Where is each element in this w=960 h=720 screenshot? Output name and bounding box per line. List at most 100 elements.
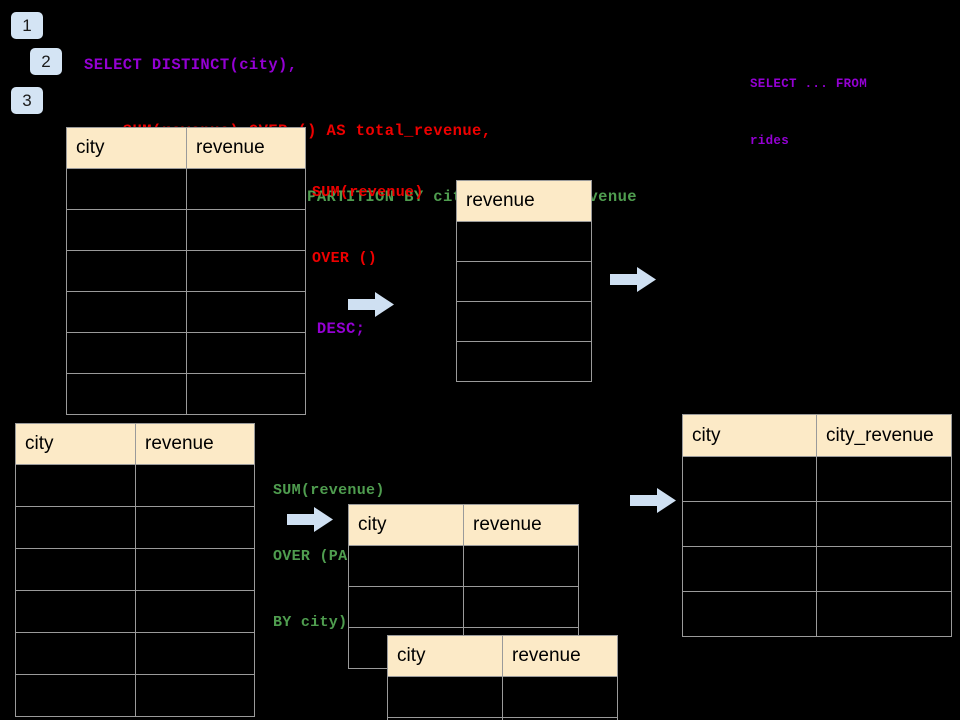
cell-revenue bbox=[186, 168, 306, 210]
table-row bbox=[682, 546, 952, 592]
table-row bbox=[387, 676, 618, 718]
table-row bbox=[15, 464, 255, 507]
partition-group-table-back: city revenue bbox=[387, 635, 618, 720]
column-header-revenue: revenue bbox=[502, 635, 618, 677]
table-header-row: city city_revenue bbox=[682, 414, 952, 457]
cell-city bbox=[682, 501, 817, 547]
table-row bbox=[682, 591, 952, 637]
arrow-partition-to-result bbox=[630, 488, 676, 513]
step-badge-1: 1 bbox=[11, 12, 43, 39]
cell-city bbox=[348, 545, 464, 587]
cell-revenue bbox=[463, 586, 579, 628]
table-row bbox=[15, 590, 255, 633]
annotation-select-from: SELECT ... FROM rides bbox=[750, 37, 867, 189]
cell-revenue bbox=[456, 221, 592, 262]
cell-city-revenue bbox=[816, 456, 952, 502]
sql-line-select: SELECT DISTINCT(city), bbox=[84, 56, 298, 74]
table-body bbox=[387, 676, 618, 720]
cell-revenue bbox=[135, 674, 255, 717]
column-header-city-revenue: city_revenue bbox=[816, 414, 952, 457]
column-header-city: city bbox=[348, 504, 464, 546]
cell-city bbox=[682, 546, 817, 592]
cell-revenue bbox=[186, 373, 306, 415]
table-header-row: revenue bbox=[456, 180, 592, 222]
source-rides-table: city revenue bbox=[66, 127, 306, 415]
table-row bbox=[15, 674, 255, 717]
table-row bbox=[15, 548, 255, 591]
cell-revenue bbox=[135, 464, 255, 507]
cell-city bbox=[66, 168, 187, 210]
column-header-city: city bbox=[66, 127, 187, 169]
table-row bbox=[66, 332, 306, 374]
cell-city bbox=[66, 291, 187, 333]
table-header-row: city revenue bbox=[66, 127, 306, 169]
column-header-city: city bbox=[682, 414, 817, 457]
annotation-sum-over-partition-line3: BY city) bbox=[273, 614, 348, 631]
step-badge-2: 2 bbox=[30, 48, 62, 75]
table-row bbox=[387, 717, 618, 720]
table-row bbox=[682, 501, 952, 547]
table-row bbox=[66, 291, 306, 333]
annotation-select-from-line1: SELECT ... FROM bbox=[750, 77, 868, 91]
annotation-sum-over-empty-line1: SUM(revenue) bbox=[312, 184, 424, 201]
arrow-total-to-result bbox=[610, 267, 656, 292]
column-header-city: city bbox=[387, 635, 503, 677]
column-header-revenue: revenue bbox=[456, 180, 592, 222]
cell-revenue bbox=[456, 261, 592, 302]
cell-revenue bbox=[135, 506, 255, 549]
table-row bbox=[348, 545, 579, 587]
annotation-select-from-line2: rides bbox=[750, 134, 790, 148]
table-row bbox=[682, 456, 952, 502]
annotation-sum-over-partition-line1: SUM(revenue) bbox=[273, 482, 385, 499]
cell-city bbox=[682, 591, 817, 637]
cell-revenue bbox=[502, 676, 618, 718]
arrow-source-to-partition bbox=[287, 507, 333, 532]
cell-revenue bbox=[456, 341, 592, 382]
table-row bbox=[456, 341, 592, 382]
cell-city bbox=[66, 209, 187, 251]
table-header-row: city revenue bbox=[15, 423, 255, 465]
table-row bbox=[66, 168, 306, 210]
total-revenue-table: revenue bbox=[456, 180, 592, 382]
step-badge-2-label: 2 bbox=[41, 52, 51, 71]
table-row bbox=[66, 250, 306, 292]
table-body bbox=[456, 221, 592, 382]
step-badge-3-label: 3 bbox=[22, 91, 32, 110]
cell-revenue bbox=[186, 332, 306, 374]
cell-city bbox=[15, 674, 136, 717]
cell-revenue bbox=[186, 209, 306, 251]
table-row bbox=[15, 506, 255, 549]
cell-revenue bbox=[186, 291, 306, 333]
cell-revenue bbox=[502, 717, 618, 720]
arrow-source-to-total bbox=[348, 292, 394, 317]
table-row bbox=[348, 586, 579, 628]
cell-city bbox=[682, 456, 817, 502]
cell-city bbox=[387, 676, 503, 718]
annotation-sum-over-empty-line2: OVER () bbox=[312, 250, 378, 267]
table-row bbox=[456, 221, 592, 262]
cell-revenue bbox=[135, 548, 255, 591]
cell-city bbox=[15, 506, 136, 549]
cell-city bbox=[66, 373, 187, 415]
cell-city-revenue bbox=[816, 591, 952, 637]
source-rides-table-partition: city revenue bbox=[15, 423, 255, 717]
cell-revenue bbox=[135, 590, 255, 633]
table-row bbox=[456, 261, 592, 302]
cell-city bbox=[348, 586, 464, 628]
table-row bbox=[66, 373, 306, 415]
table-row bbox=[15, 632, 255, 675]
table-row bbox=[66, 209, 306, 251]
column-header-city: city bbox=[15, 423, 136, 465]
cell-city bbox=[15, 464, 136, 507]
result-city-revenue-table: city city_revenue bbox=[682, 414, 952, 637]
step-badge-3: 3 bbox=[11, 87, 43, 114]
cell-city bbox=[15, 632, 136, 675]
cell-revenue bbox=[186, 250, 306, 292]
table-body bbox=[66, 168, 306, 415]
cell-city bbox=[66, 332, 187, 374]
cell-city bbox=[15, 548, 136, 591]
cell-revenue bbox=[463, 545, 579, 587]
cell-city bbox=[15, 590, 136, 633]
table-header-row: city revenue bbox=[348, 504, 579, 546]
